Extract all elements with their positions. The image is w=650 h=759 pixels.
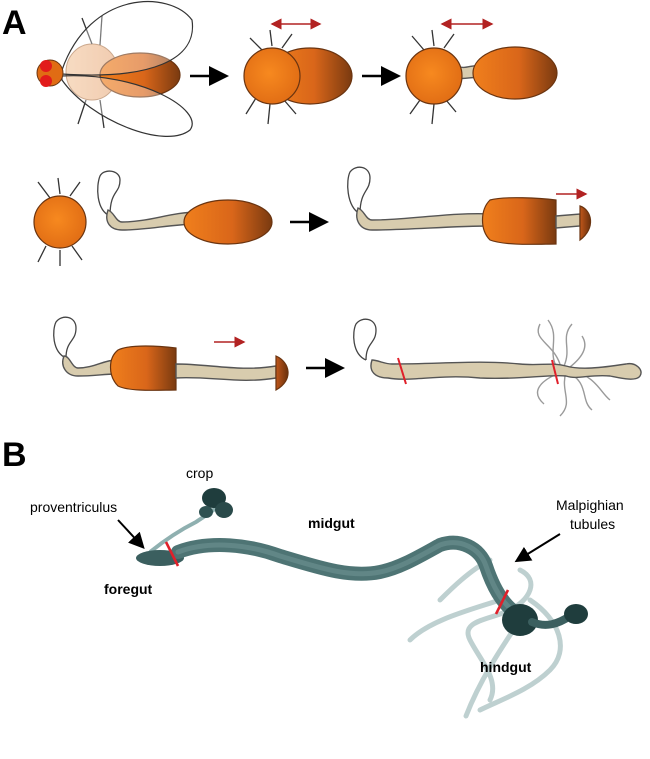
label-foregut: foregut [104,581,153,597]
label-proventriculus: proventriculus [30,499,117,515]
label-crop: crop [186,465,213,481]
isolated-gut [353,318,642,417]
whole-fly [36,1,194,137]
panel-a-letter: A [2,4,27,42]
malpighian-pointer [514,533,561,563]
gut-extending [53,316,289,392]
label-hindgut: hindgut [480,659,532,675]
label-midgut: midgut [308,515,355,531]
label-malpighian-line1: Malpighian [556,497,624,513]
head-abdomen [243,29,353,125]
panel-b-letter: B [2,436,27,474]
proventriculus-pointer [117,519,145,549]
separating-head [405,29,558,125]
gut-pulling-tip [347,166,592,245]
head-detached [33,177,87,266]
label-malpighian-line2: tubules [570,516,615,532]
gut-with-abdomen [97,170,273,245]
dissected-gut-photo [136,488,588,719]
